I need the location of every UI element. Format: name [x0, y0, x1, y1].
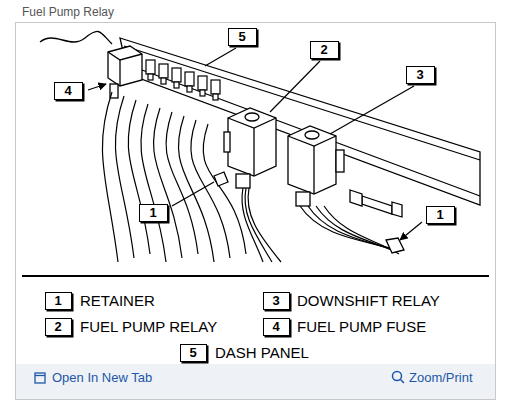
dash-panel: [120, 38, 480, 205]
leader-line: [88, 48, 422, 240]
link-text: Zoom/Print: [409, 370, 473, 386]
callout-number: 5: [189, 346, 196, 360]
connector-plug: [146, 60, 155, 74]
connector-plug: [211, 80, 220, 94]
callout-box: 1: [45, 292, 72, 310]
callout-box: 5: [228, 28, 257, 46]
callout-box: 2: [310, 41, 339, 59]
open-tab-icon: [35, 373, 45, 383]
wire: [316, 206, 396, 252]
zoom-icon: [393, 372, 405, 384]
callout-box: 2: [45, 318, 72, 336]
connector-plug: [159, 64, 168, 78]
connector-plug: [174, 82, 179, 88]
callout-number: 2: [320, 43, 327, 57]
part-name: DOWNSHIFT RELAY: [297, 292, 440, 310]
bolt: [350, 190, 402, 217]
separator-line: [22, 275, 489, 277]
callout-number: 3: [416, 68, 423, 82]
frame: [16, 23, 496, 400]
callout-number: 1: [149, 206, 156, 220]
callout-number: 1: [436, 208, 443, 222]
fuel-pump-fuse: [108, 46, 142, 98]
callout-box: 4: [54, 82, 83, 100]
callout-box: 5: [180, 344, 207, 362]
link-text: Open In New Tab: [52, 370, 152, 386]
wire: [115, 96, 134, 258]
downshift-relay: [288, 126, 344, 206]
wire: [40, 31, 112, 44]
wire: [245, 188, 272, 262]
part-name: FUEL PUMP RELAY: [80, 318, 217, 336]
callout-number: 2: [54, 320, 61, 334]
wire: [191, 120, 230, 258]
fuel-pump-relay: [224, 108, 276, 188]
connector-plugs: [146, 60, 220, 100]
callout-number: 5: [238, 30, 245, 44]
callout-number: 3: [272, 294, 279, 308]
callout-number: 4: [64, 84, 71, 98]
connector-plug: [172, 68, 181, 82]
page-title: Fuel Pump Relay: [22, 5, 114, 19]
retainer: [214, 172, 404, 253]
footer-bar: [16, 364, 495, 399]
callout-number: 4: [272, 320, 279, 334]
wire: [248, 188, 281, 262]
wire-bundle: [102, 92, 399, 262]
connector-plug: [185, 72, 194, 86]
callout-number: 1: [54, 294, 61, 308]
connector-plug: [198, 76, 207, 90]
callout-box: 3: [406, 66, 435, 84]
connector-plug: [187, 86, 192, 92]
callout-box: 1: [139, 204, 168, 222]
connector-plug: [200, 90, 205, 96]
wire: [102, 92, 118, 262]
connector-plug: [161, 78, 166, 84]
part-name: DASH PANEL: [215, 344, 309, 362]
connector-plug: [148, 74, 153, 80]
wire: [166, 112, 198, 254]
connector-plug: [213, 94, 218, 100]
callout-box: 3: [263, 292, 290, 310]
part-name: FUEL PUMP FUSE: [297, 318, 426, 336]
callout-box: 1: [426, 206, 455, 224]
wire: [178, 116, 214, 262]
part-name: RETAINER: [80, 292, 155, 310]
callout-box: 4: [263, 318, 290, 336]
